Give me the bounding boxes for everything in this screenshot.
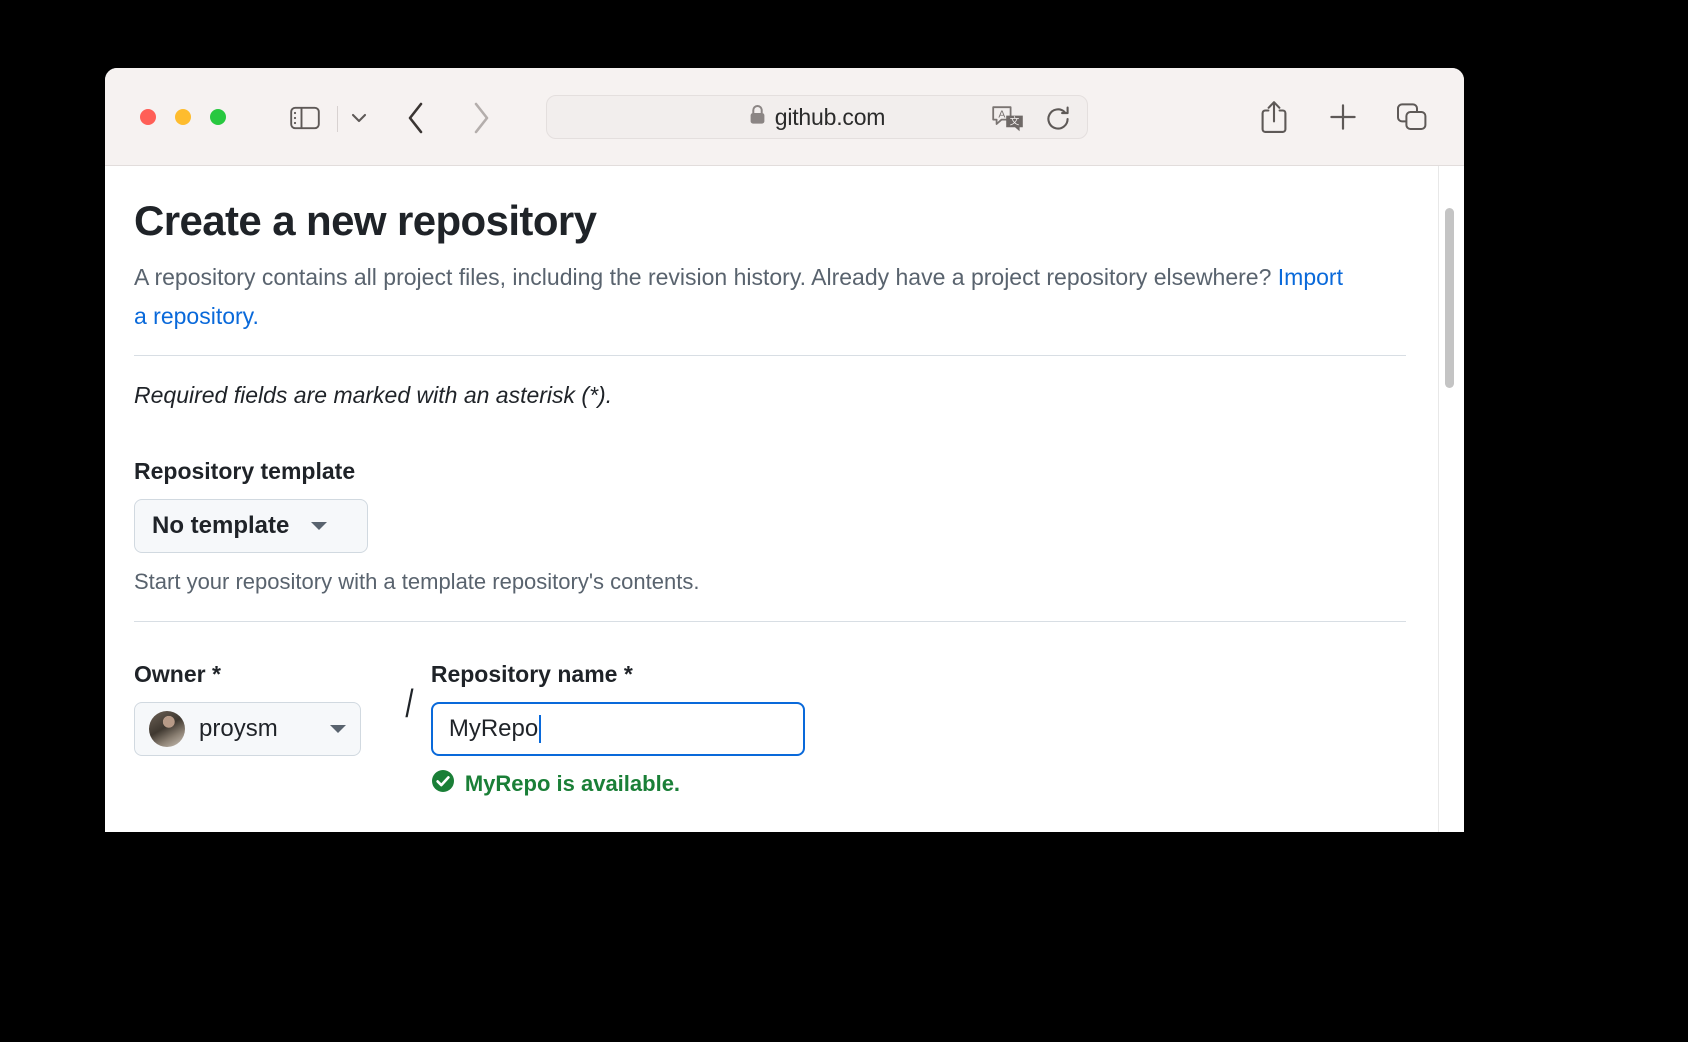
minimize-window-button[interactable] xyxy=(175,109,191,125)
scrollbar-thumb[interactable] xyxy=(1445,208,1454,388)
share-icon[interactable] xyxy=(1253,96,1295,138)
page-title: Create a new repository xyxy=(134,197,597,244)
repository-template-dropdown[interactable]: No template xyxy=(134,499,368,553)
browser-toolbar: github.com A 文 xyxy=(105,68,1464,166)
import-repository-link[interactable]: Import a repository. xyxy=(134,264,1343,329)
check-circle-icon xyxy=(431,769,455,798)
sidebar-icon[interactable] xyxy=(281,104,329,132)
url-text: github.com xyxy=(774,103,886,130)
divider-top xyxy=(134,355,1406,356)
plus-icon[interactable] xyxy=(1322,96,1364,138)
svg-text:A: A xyxy=(998,108,1005,120)
repository-name-input[interactable]: MyRepo xyxy=(430,702,805,756)
window-traffic-lights xyxy=(140,109,226,125)
required-fields-note: Required fields are marked with an aster… xyxy=(134,382,613,408)
text-cursor xyxy=(539,715,542,743)
owner-dropdown[interactable]: proysm xyxy=(134,702,361,756)
divider-middle xyxy=(134,621,1406,622)
availability-status: MyRepo is available. xyxy=(431,769,1409,798)
repository-name-value: MyRepo xyxy=(448,715,539,742)
owner-label: Owner * xyxy=(134,661,221,687)
owner-selected-value: proysm xyxy=(199,715,278,742)
repository-name-column: Repository name * MyRepo MyRepo is ava xyxy=(430,661,1409,798)
caret-down-icon xyxy=(311,522,328,530)
page-scrollbar[interactable] xyxy=(1442,166,1458,832)
address-bar[interactable]: github.com A 文 xyxy=(546,95,1088,139)
chevron-left-icon[interactable] xyxy=(395,98,437,138)
translate-icon[interactable]: A 文 xyxy=(991,105,1025,138)
caret-down-icon xyxy=(330,725,346,733)
chevron-right-icon[interactable] xyxy=(460,98,502,138)
repository-template-help-text: Start your repository with a template re… xyxy=(134,569,700,594)
repository-template-selected-value: No template xyxy=(152,512,290,539)
lock-icon xyxy=(749,104,766,130)
page-content-area: Create a new repository A repository con… xyxy=(105,166,1464,832)
chevron-down-icon[interactable] xyxy=(340,104,378,132)
svg-text:文: 文 xyxy=(1010,116,1020,128)
repository-template-section: Repository template No template Start yo… xyxy=(134,458,1409,595)
owner-and-name-section: Owner * proysm / Repository name * MyRep… xyxy=(134,661,1409,798)
browser-window: github.com A 文 xyxy=(105,68,1464,832)
repository-name-label: Repository name * xyxy=(430,661,633,687)
page-subtitle: A repository contains all project files,… xyxy=(134,258,1349,336)
avatar xyxy=(149,711,185,747)
owner-column: Owner * proysm xyxy=(134,661,404,756)
repository-template-label: Repository template xyxy=(134,458,356,484)
page-subtitle-text: A repository contains all project files,… xyxy=(134,264,1278,290)
reload-icon[interactable] xyxy=(1043,104,1073,139)
repository-form: Create a new repository A repository con… xyxy=(134,166,1409,798)
close-window-button[interactable] xyxy=(140,109,156,125)
availability-message: MyRepo is available. xyxy=(464,770,681,796)
toolbar-divider xyxy=(337,106,338,132)
page-right-edge xyxy=(1438,166,1439,832)
maximize-window-button[interactable] xyxy=(210,109,226,125)
tab-overview-icon[interactable] xyxy=(1391,96,1433,138)
owner-name-separator: / xyxy=(405,683,414,726)
